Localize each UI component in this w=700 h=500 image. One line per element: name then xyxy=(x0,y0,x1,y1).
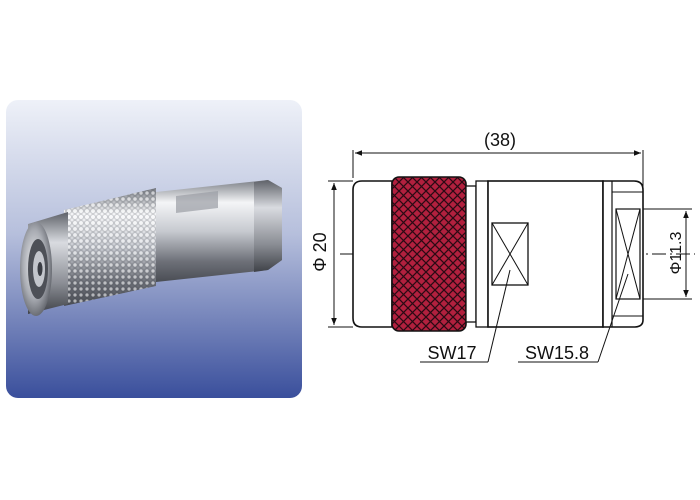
wrench-size-sw15-8-label: SW15.8 xyxy=(525,343,589,363)
knurled-nut xyxy=(391,176,467,332)
overall-length-label: (38) xyxy=(484,130,516,150)
technical-drawing: (38) Φ 20 Φ11.3 SW1 xyxy=(300,110,700,410)
connector-photo-icon xyxy=(6,100,302,398)
cable-diameter-label: Φ11.3 xyxy=(668,232,685,275)
outer-diameter-label: Φ 20 xyxy=(310,232,330,271)
product-photo-panel xyxy=(6,100,302,398)
front-sleeve xyxy=(352,180,393,328)
connector-dimension-drawing: (38) Φ 20 Φ11.3 SW1 xyxy=(310,130,695,363)
wrench-size-sw17-label: SW17 xyxy=(427,343,476,363)
